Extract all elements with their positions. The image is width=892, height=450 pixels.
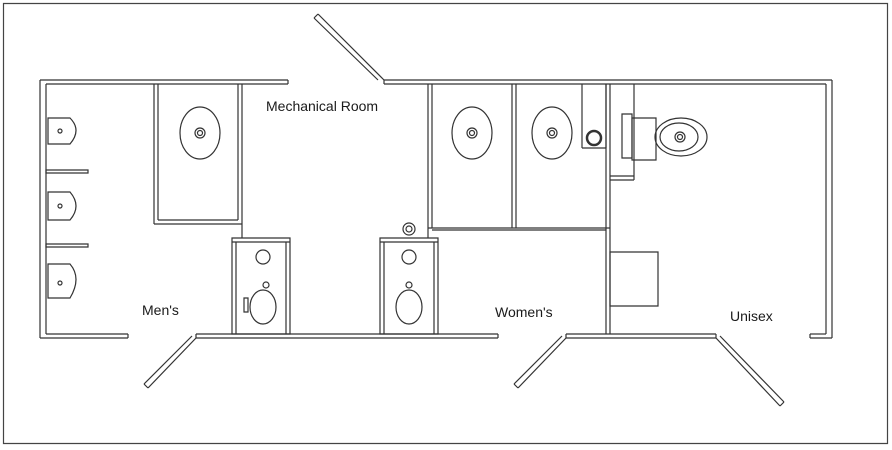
floor-drain: [587, 131, 601, 145]
womens-toilet: [380, 223, 438, 334]
door-mechanical: [314, 14, 384, 80]
room-label-womens: Women's: [495, 304, 553, 320]
door-womens: [514, 336, 566, 388]
urinal-2: [48, 192, 76, 220]
room-label-unisex: Unisex: [730, 308, 773, 324]
room-label-mens: Men's: [142, 302, 179, 318]
utility-chase: [582, 84, 606, 148]
exterior-walls: [40, 80, 832, 338]
urinal-3: [48, 264, 76, 298]
door-mens: [144, 336, 196, 388]
unisex-toilet: [622, 114, 707, 160]
urinal-screens: [46, 170, 88, 247]
unisex-sink-counter: [610, 252, 658, 306]
mechanical-walls: [428, 84, 610, 238]
urinal-1: [48, 118, 76, 144]
womens-sink-2: [532, 107, 572, 159]
door-unisex: [716, 336, 784, 406]
womens-sink-1: [452, 107, 492, 159]
room-label-mechanical: Mechanical Room: [266, 98, 379, 114]
page-frame: [4, 4, 888, 444]
mens-toilet: [232, 238, 290, 334]
mens-sink-counter: [154, 84, 242, 238]
